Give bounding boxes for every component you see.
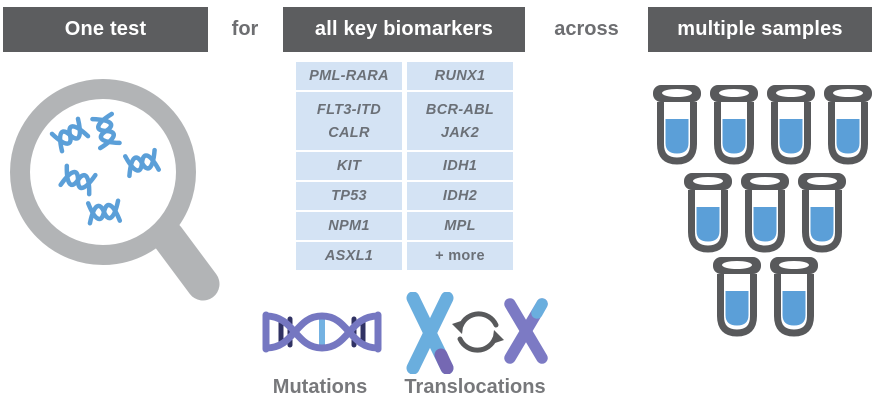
test-tube-icon (712, 254, 762, 340)
test-tube-icon (766, 82, 816, 168)
dna-fragment-icon (61, 166, 96, 194)
biomarker-cell: ASXL1 (296, 242, 402, 270)
tube-row (652, 82, 873, 168)
chromosome-purple-icon (504, 298, 548, 364)
dna-fragment-icon (88, 201, 120, 224)
test-tube-icon (797, 170, 847, 256)
biomarker-table: PML-RARA FLT3-ITD CALR KIT TP53 NPM1 ASX… (296, 62, 513, 270)
magnifier-handle (151, 220, 220, 301)
biomarker-cell: BCR-ABL JAK2 (407, 92, 513, 150)
biomarker-cell: IDH1 (407, 152, 513, 180)
header-box-samples-label: multiple samples (677, 18, 843, 40)
tube-row (683, 170, 847, 256)
biomarker-cell: PML-RARA (296, 62, 402, 90)
biomarker-label: FLT3-ITD (316, 101, 382, 118)
biomarker-cell: FLT3-ITD CALR (296, 92, 402, 150)
magnifier-icon (10, 79, 220, 301)
test-tube-icon (740, 170, 790, 256)
mutations-label: Mutations (272, 376, 368, 398)
dna-fragment-icon (52, 119, 88, 151)
header-box-one-test: One test (3, 7, 208, 52)
test-tube-icon (652, 82, 702, 168)
dna-helix-icon (262, 311, 382, 353)
biomarker-cell: KIT (296, 152, 402, 180)
biomarker-cell: NPM1 (296, 212, 402, 240)
biomarker-cell: TP53 (296, 182, 402, 210)
swap-arrows-icon (452, 311, 504, 353)
header-box-biomarkers-label: all key biomarkers (314, 18, 494, 40)
translocation-icon (406, 292, 548, 374)
chromosome-blue-icon (406, 292, 454, 374)
test-tube-icon (709, 82, 759, 168)
connector-for: for (231, 18, 259, 40)
dna-fragment-icon (125, 150, 159, 176)
connector-across: across (554, 18, 619, 40)
biomarker-cell: IDH2 (407, 182, 513, 210)
biomarker-column-left: PML-RARA FLT3-ITD CALR KIT TP53 NPM1 ASX… (296, 62, 402, 270)
test-tube-icon (769, 254, 819, 340)
biomarker-label: BCR-ABL (425, 101, 495, 118)
tube-row (712, 254, 819, 340)
biomarker-cell-more: + more (407, 242, 513, 270)
biomarker-column-right: RUNX1 BCR-ABL JAK2 IDH1 IDH2 MPL + more (407, 62, 513, 270)
biomarker-cell: RUNX1 (407, 62, 513, 90)
dna-fragment-icon (92, 114, 119, 148)
header-box-one-test-label: One test (64, 18, 147, 40)
magnifier-ring (10, 79, 196, 265)
biomarker-cell: MPL (407, 212, 513, 240)
biomarker-label: CALR (328, 124, 370, 141)
test-tube-icon (683, 170, 733, 256)
translocations-label: Translocations (404, 376, 546, 398)
test-tube-icon (823, 82, 873, 168)
biomarker-label: JAK2 (440, 124, 480, 141)
header-box-biomarkers: all key biomarkers (283, 7, 525, 52)
header-box-samples: multiple samples (648, 7, 872, 52)
